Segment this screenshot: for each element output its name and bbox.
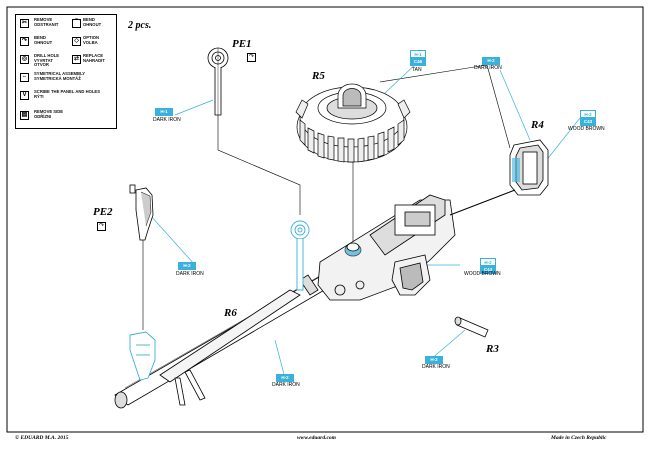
legend-label: SCRIBE THE PANEL AND HOLES RÝTI <box>34 89 100 99</box>
legend-label: REMOVE SIDE ODŘÍZNI <box>34 109 64 119</box>
color-code-badge: H-1 <box>410 50 426 58</box>
pe1-label: PE1 <box>232 38 252 50</box>
origin-text: Made in Czech Republic <box>551 435 607 441</box>
legend-row: ◎ DRILL HOLE VYVRTAT OTVOR ⇄ REPLACE NAH… <box>16 53 116 71</box>
drill-icon: ◎ <box>20 55 29 64</box>
website-text: www.eduard.com <box>297 435 336 441</box>
legend-label: REMOVE ODSTRANIT <box>34 17 59 27</box>
r3-part <box>454 316 489 338</box>
symbol-legend: ✂ REMOVE ODSTRANIT ⌒ BEND OHNOUT ↷ BEND … <box>15 14 117 129</box>
option-icon: ◇ <box>72 37 81 46</box>
legend-row: ↷ BEND OHNOUT ◇ OPTION VOLBA <box>16 35 116 53</box>
bend-arrow-icon: ↷ <box>20 37 29 46</box>
r3-label: R3 <box>486 343 499 355</box>
scribe-icon: V <box>20 91 29 100</box>
r6-gun-body <box>114 189 516 409</box>
color-name: WOOD BROWN <box>568 126 605 132</box>
color-code-badge: C43 <box>580 118 596 126</box>
pe2-label: PE2 <box>93 206 113 218</box>
color-name: DARK IRON <box>474 65 502 71</box>
legend-label: OPTION VOLBA <box>83 35 100 45</box>
r4-label: R4 <box>531 119 544 131</box>
color-code-badge: H-2 <box>425 356 443 364</box>
color-code-badge: H-2 <box>482 57 500 65</box>
color-code-badge: H-2 <box>178 262 196 270</box>
r5-label: R5 <box>312 70 325 82</box>
legend-label: DRILL HOLE VYVRTAT OTVOR <box>34 53 60 68</box>
legend-label: BEND OHNOUT <box>83 17 102 27</box>
leader-lines <box>142 64 511 330</box>
color-name: WOOD BROWN <box>464 271 501 277</box>
scissors-icon: ✂ <box>20 19 29 28</box>
legend-label: REPLACE NAHRADIT <box>83 53 105 63</box>
pe2-placed <box>129 331 156 381</box>
color-code-badge: C43 <box>480 266 496 274</box>
r6-label: R6 <box>224 307 237 319</box>
replace-icon: ⇄ <box>72 55 81 64</box>
sheet-border <box>6 6 644 433</box>
r5-part <box>295 83 411 163</box>
legend-label: SYMETRICAL ASSEMBLY SYMETRICKÁ MONTÁŽ <box>34 71 86 81</box>
color-code-badge: H-2 <box>580 110 596 118</box>
legend-row: V SCRIBE THE PANEL AND HOLES RÝTI <box>16 89 114 107</box>
color-name: TAN <box>412 67 422 73</box>
symmetry-icon: ⇔ <box>20 73 29 82</box>
color-name: DARK IRON <box>153 117 181 123</box>
r4-part <box>509 139 549 196</box>
color-name: DARK IRON <box>176 271 204 277</box>
legend-row: ▤ REMOVE SIDE ODŘÍZNI <box>16 109 114 127</box>
quantity-label: 2 pcs. <box>128 20 152 31</box>
color-code-badge: H-2 <box>276 374 294 382</box>
bend-icon: ⌒ <box>72 19 81 28</box>
pe2-part <box>129 184 154 241</box>
legend-label: BEND OHNOUT <box>34 35 53 45</box>
copyright-text: © EDUARD M.A. 2015 <box>15 435 69 441</box>
legend-row: ⇔ SYMETRICAL ASSEMBLY SYMETRICKÁ MONTÁŽ <box>16 71 114 89</box>
pe1-part <box>207 47 229 116</box>
color-code-badge: H-2 <box>480 258 496 266</box>
color-code-badge: H-1 <box>155 108 173 116</box>
color-name: DARK IRON <box>272 382 300 388</box>
bend-icon: ↷ <box>247 53 256 62</box>
color-name: DARK IRON <box>422 364 450 370</box>
bend-icon: ↷ <box>97 222 106 231</box>
color-code-badge: C46 <box>410 58 426 66</box>
pe1-placed <box>290 220 310 291</box>
legend-row: ✂ REMOVE ODSTRANIT ⌒ BEND OHNOUT <box>16 17 116 35</box>
remove-side-icon: ▤ <box>20 111 29 120</box>
